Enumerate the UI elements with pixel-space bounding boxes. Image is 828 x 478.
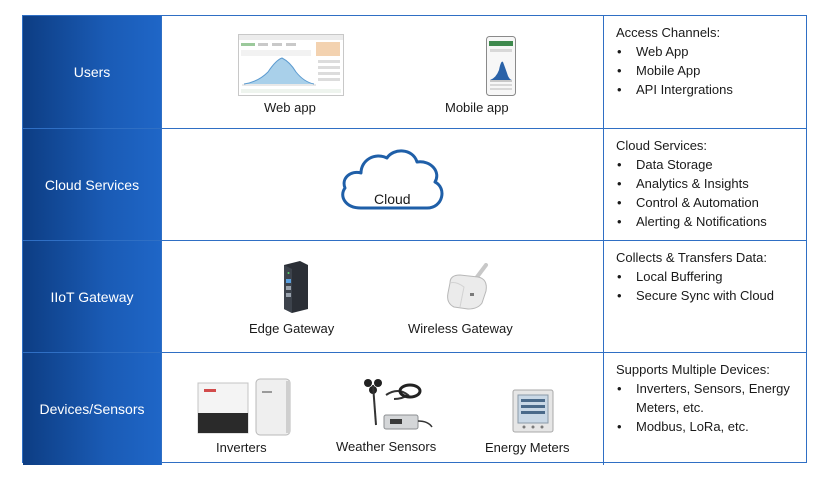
iiot-gateway-row: IIoT Gateway Edge Gateway Wireless Gatew… [23, 240, 806, 353]
wireless-gateway-caption: Wireless Gateway [408, 321, 513, 336]
list-item: Inverters, Sensors, Energy Meters, etc. [616, 379, 806, 417]
users-heading: Access Channels: [616, 25, 721, 40]
list-item: Mobile App [616, 61, 806, 80]
weather-sensors-caption: Weather Sensors [336, 439, 437, 454]
iiot-gateway-content: Edge Gateway Wireless Gateway [162, 241, 604, 353]
weather-sensors-icon [364, 379, 433, 430]
web-app-caption: Web app [264, 100, 316, 115]
mobile-app-screenshot-icon [486, 36, 516, 96]
cloud-icon [341, 149, 444, 210]
edge-gateway-caption: Edge Gateway [249, 321, 335, 336]
users-content: Web app Mobile app [162, 16, 604, 128]
cloud-services-description: Cloud Services: Data Storage Analytics &… [604, 129, 806, 241]
devices-sensors-heading: Supports Multiple Devices: [616, 362, 770, 377]
cloud-caption: Cloud [374, 191, 411, 207]
iiot-gateway-heading: Collects & Transfers Data: [616, 250, 767, 265]
list-item: Modbus, LoRa, etc. [616, 417, 806, 436]
list-item: Analytics & Insights [616, 174, 806, 193]
inverters-icon [197, 378, 291, 436]
mobile-app-caption: Mobile app [445, 100, 509, 115]
devices-sensors-row: Devices/Sensors Inverters [23, 352, 806, 465]
edge-gateway-icon [284, 261, 308, 313]
web-app-screenshot-icon [238, 34, 344, 96]
list-item: Web App [616, 42, 806, 61]
iiot-gateway-description: Collects & Transfers Data: Local Bufferi… [604, 241, 806, 353]
users-label: Users [23, 16, 162, 128]
cloud-services-label: Cloud Services [23, 129, 162, 241]
list-item: Data Storage [616, 155, 806, 174]
list-item: Local Buffering [616, 267, 806, 286]
users-row: Users Web app [23, 16, 806, 128]
cloud-services-row: Cloud Services Cloud Cloud Services: Dat… [23, 128, 806, 241]
devices-sensors-label: Devices/Sensors [23, 353, 162, 465]
architecture-diagram: Users Web app [22, 15, 807, 465]
list-item: Control & Automation [616, 193, 806, 212]
list-item: Alerting & Notifications [616, 212, 806, 231]
energy-meters-icon [512, 389, 554, 433]
cloud-services-content: Cloud [162, 129, 604, 241]
list-item: API Intergrations [616, 80, 806, 99]
wireless-gateway-icon [447, 263, 488, 310]
list-item: Secure Sync with Cloud [616, 286, 806, 305]
devices-sensors-description: Supports Multiple Devices: Inverters, Se… [604, 353, 806, 465]
users-description: Access Channels: Web App Mobile App API … [604, 16, 806, 128]
devices-sensors-content: Inverters Weather Sensors [162, 353, 604, 465]
cloud-services-heading: Cloud Services: [616, 138, 708, 153]
inverters-caption: Inverters [216, 440, 267, 455]
energy-meters-caption: Energy Meters [485, 440, 570, 455]
iiot-gateway-label: IIoT Gateway [23, 241, 162, 353]
